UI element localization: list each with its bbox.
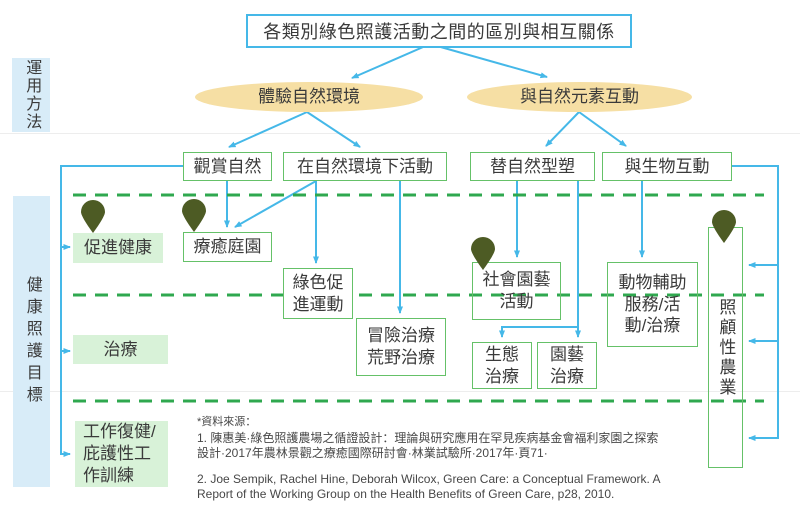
- goal-work-rehab: 工作復健/ 庇護性工 作訓練: [75, 421, 168, 487]
- guide-line-top: [0, 133, 800, 134]
- activity-horticultural-therapy: 園藝 治療: [537, 342, 597, 389]
- sidebar-method-label: 運用方法: [12, 58, 50, 132]
- arrow-interact-to-creature: [578, 111, 627, 147]
- activity-adventure-wilderness-therapy: 冒險治療 荒野治療: [356, 318, 446, 376]
- method-activity-in-nature: 在自然環境下活動: [283, 152, 447, 181]
- pin-icon-promote-health: [81, 200, 105, 233]
- ellipse-interact-nature-elements: 與自然元素互動: [467, 82, 692, 112]
- method-shape-nature: 替自然型塑: [470, 152, 595, 181]
- activity-healing-garden: 療癒庭園: [183, 232, 272, 262]
- page-title: 各類別綠色照護活動之間的區別與相互關係: [246, 14, 632, 48]
- activity-care-farming: 照顧性農業: [708, 227, 743, 468]
- goal-promote-health: 促進健康: [73, 233, 163, 263]
- footnote-source-label: *資料來源：: [197, 416, 257, 428]
- arrow-experience-to-watch: [228, 111, 308, 148]
- pin-icon-healing-garden: [182, 199, 206, 232]
- guide-line-bottom: [0, 391, 800, 392]
- activity-social-horticulture: 社會園藝 活動: [472, 262, 561, 320]
- arrow-experience-to-activity: [306, 111, 361, 148]
- activity-eco-therapy: 生態 治療: [472, 342, 532, 389]
- footnote-reference-1: 1. 陳惠美·綠色照護農場之循證設計：理論與研究應用在罕見疾病基金會福利家園之探…: [197, 431, 659, 460]
- arrow-title-to-interact: [429, 43, 548, 79]
- method-watch-nature: 觀賞自然: [183, 152, 272, 181]
- line-left-rail-to-work-rehab: [60, 165, 183, 457]
- footnote: *資料來源： 1. 陳惠美·綠色照護農場之循證設計：理論與研究應用在罕見疾病基金…: [197, 413, 697, 502]
- arrow-activity-to-healing-garden: [234, 180, 317, 228]
- arrow-interact-to-shape: [545, 111, 580, 147]
- activity-green-exercise: 綠色促 進運動: [283, 268, 353, 319]
- ellipse-experience-nature: 體驗自然環境: [195, 82, 423, 112]
- method-interact-creatures: 與生物互動: [602, 152, 732, 181]
- footnote-reference-2: 2. Joe Sempik, Rachel Hine, Deborah Wilc…: [197, 472, 661, 501]
- activity-animal-assisted: 動物輔助 服務/活 動/治療: [607, 262, 698, 347]
- sidebar-goal-label: 健康照護目標: [13, 196, 50, 487]
- arrow-title-to-experience: [351, 43, 431, 79]
- goal-therapy: 治療: [73, 335, 168, 364]
